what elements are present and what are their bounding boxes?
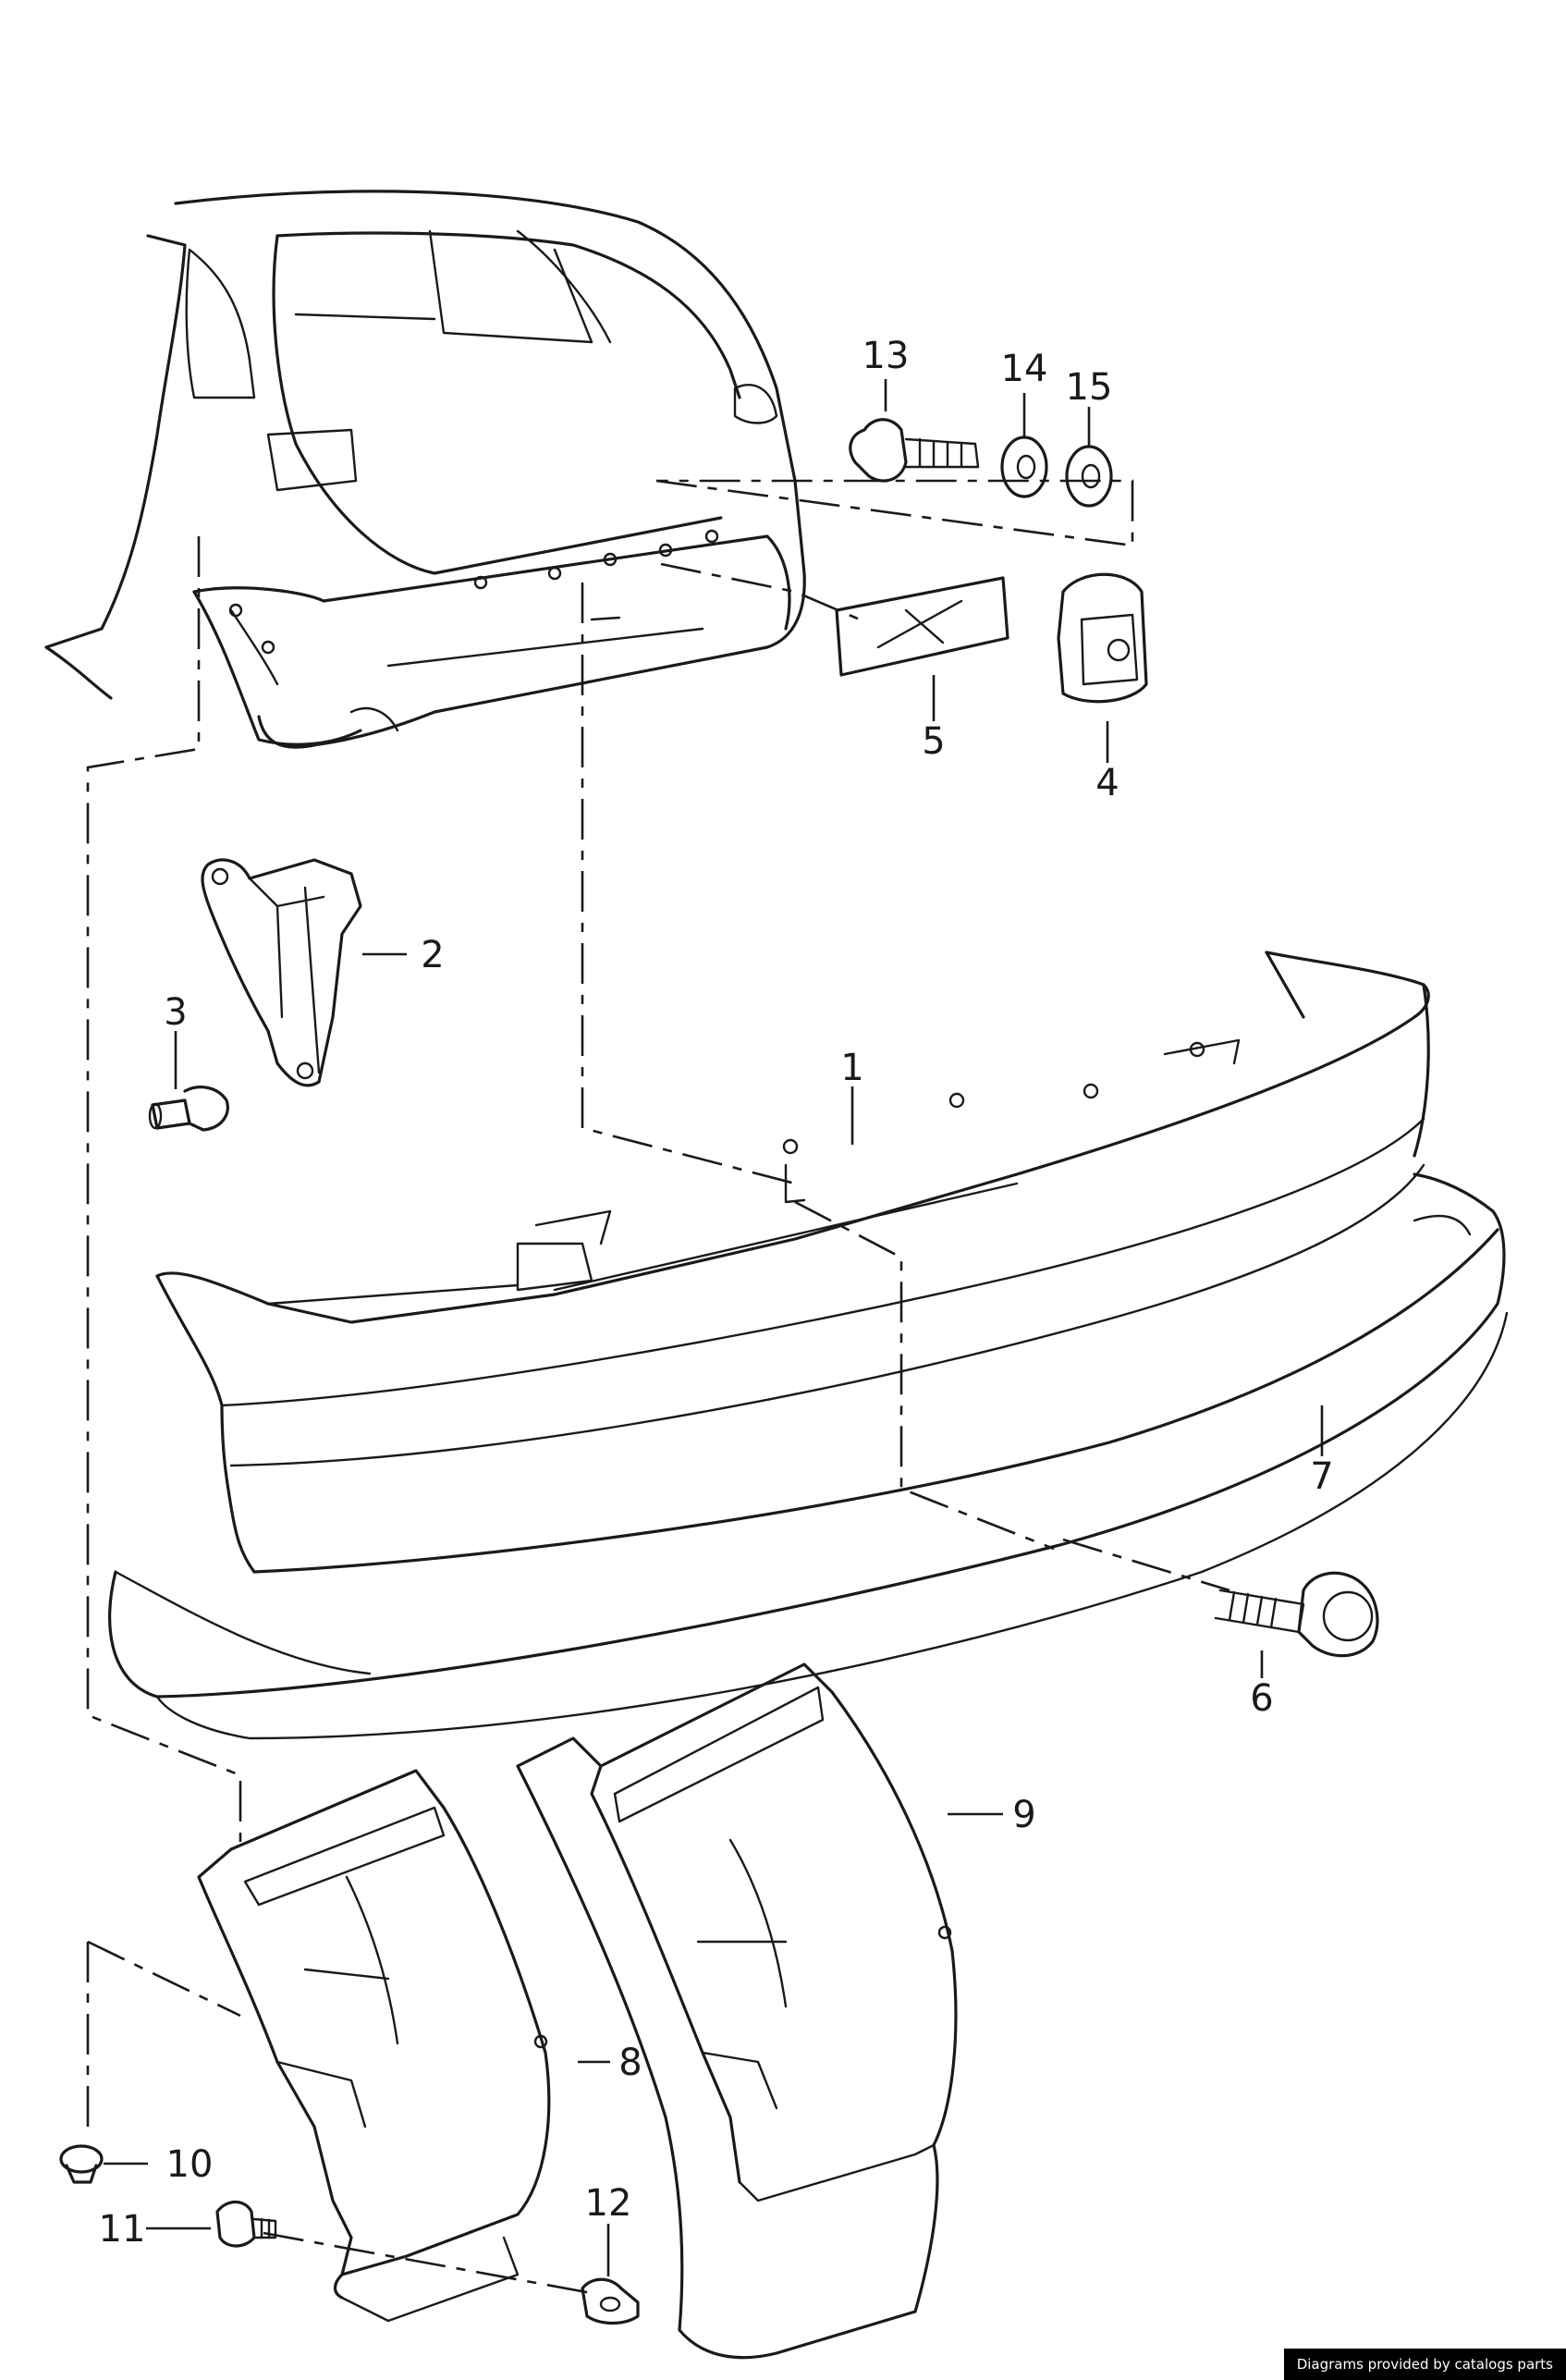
credit-label: Diagrams provided by catalogs parts bbox=[1283, 2349, 1566, 2380]
callout-13: 13 bbox=[863, 335, 910, 377]
callout-12: 12 bbox=[585, 2182, 632, 2225]
callout-14: 14 bbox=[1001, 348, 1048, 390]
callout-9: 9 bbox=[1012, 1794, 1035, 1836]
plug-part-10 bbox=[59, 2144, 104, 2184]
leader-lines bbox=[104, 379, 1324, 2276]
washer-part-14 bbox=[1000, 436, 1048, 498]
assembly-lines bbox=[86, 479, 1230, 2295]
bolt-part-13 bbox=[849, 418, 980, 483]
liner-part-9 bbox=[516, 1662, 958, 2360]
callout-1: 1 bbox=[840, 1047, 863, 1089]
car-body-outline bbox=[44, 190, 806, 749]
callout-4: 4 bbox=[1095, 762, 1119, 804]
callout-6: 6 bbox=[1250, 1677, 1273, 1720]
callout-15: 15 bbox=[1066, 366, 1113, 409]
callout-labels: 1 2 3 4 5 6 7 8 9 10 11 12 13 14 15 bbox=[99, 335, 1334, 2251]
bumper-strip-part-7 bbox=[108, 1172, 1509, 1740]
plate-part-5 bbox=[835, 576, 1009, 677]
washer-part-15 bbox=[1065, 445, 1113, 508]
liner-part-8 bbox=[197, 1769, 551, 2323]
clip-part-4 bbox=[1057, 572, 1148, 704]
callout-3: 3 bbox=[164, 991, 187, 1034]
callout-10: 10 bbox=[166, 2143, 214, 2186]
bumper-cover-part-1 bbox=[155, 951, 1499, 1574]
callout-5: 5 bbox=[922, 720, 945, 763]
callout-2: 2 bbox=[421, 934, 444, 976]
bolt-part-6 bbox=[1214, 1571, 1379, 1658]
nut-part-12 bbox=[581, 2277, 640, 2325]
callout-11: 11 bbox=[99, 2208, 146, 2251]
clip-part-3 bbox=[148, 1086, 229, 1132]
callout-7: 7 bbox=[1310, 1455, 1333, 1498]
bracket-part-2 bbox=[201, 858, 362, 1087]
callout-8: 8 bbox=[618, 2042, 642, 2084]
screw-part-11 bbox=[215, 2200, 277, 2248]
